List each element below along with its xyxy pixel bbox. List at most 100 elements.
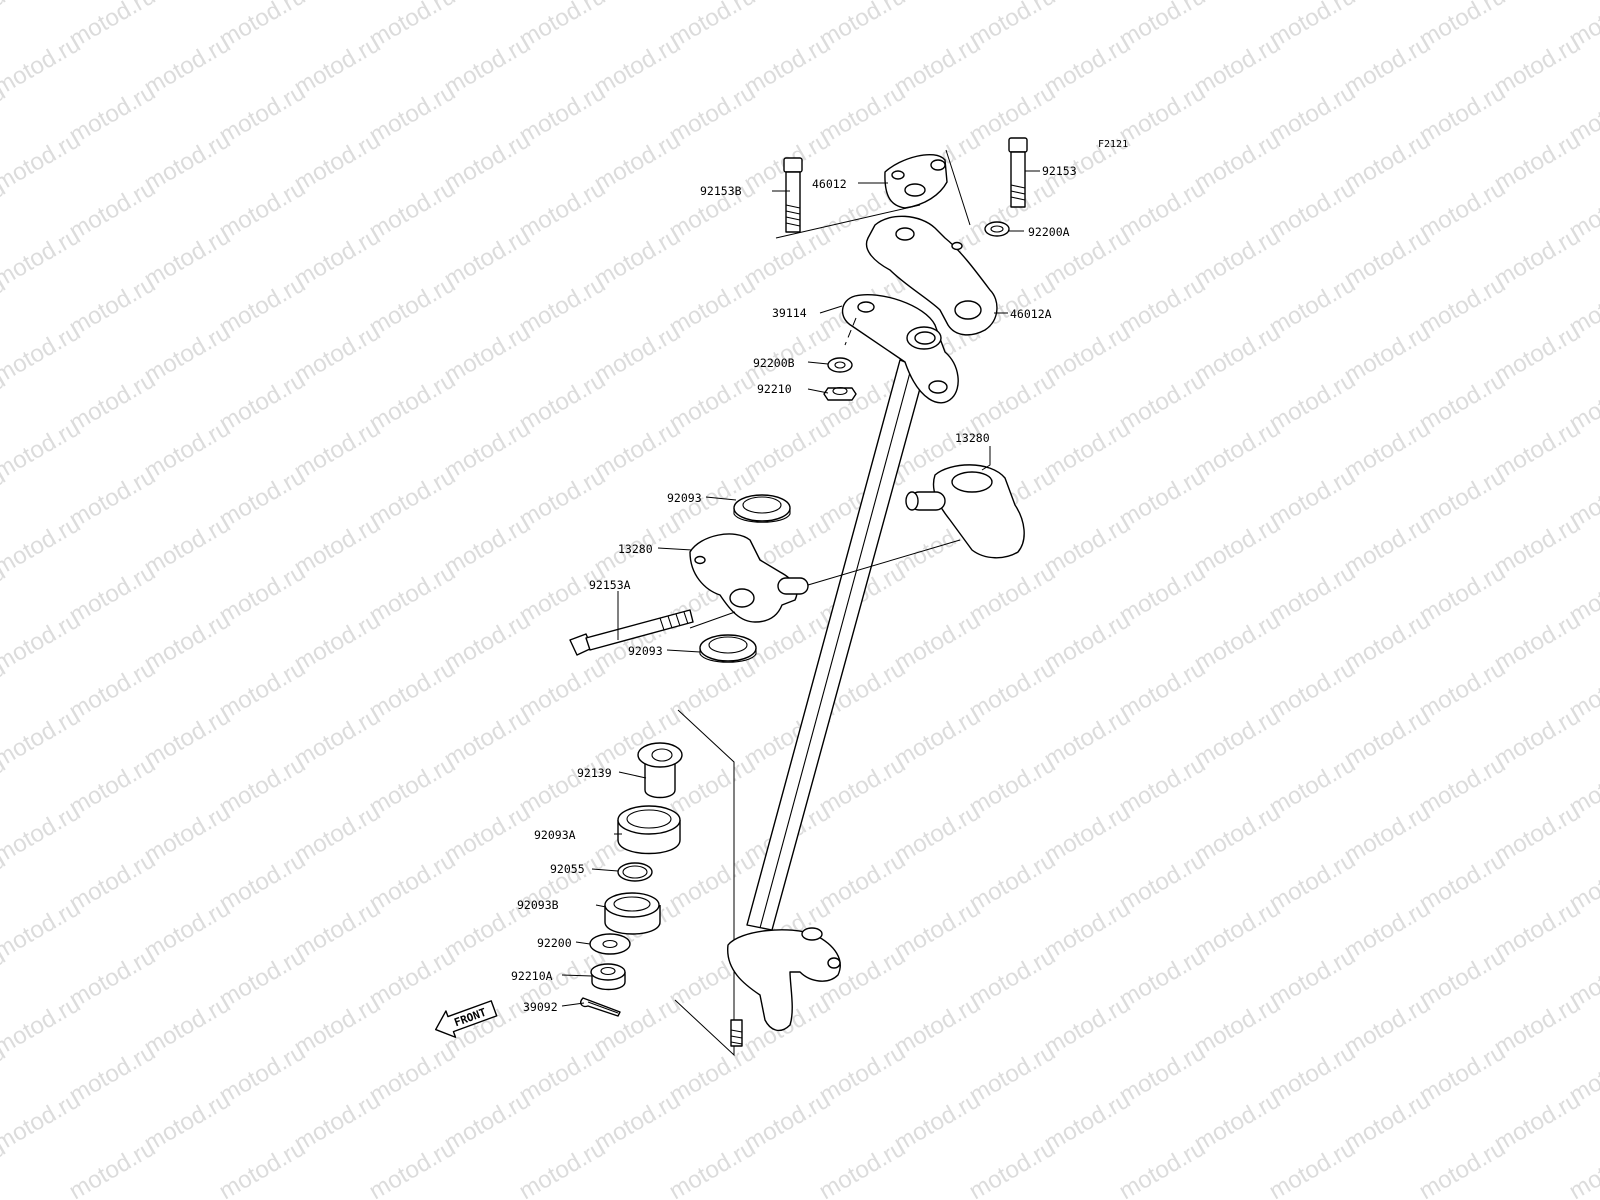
watermark-text: motod.ru	[1565, 1134, 1600, 1200]
watermark-text: motod.ru	[290, 894, 386, 965]
watermark-text: motod.ru	[440, 30, 536, 101]
label-92210: 92210	[757, 382, 792, 396]
label-92153B: 92153B	[700, 184, 742, 198]
watermark-text: motod.ru	[815, 846, 911, 917]
watermark-text: motod.ru	[1265, 846, 1361, 917]
watermark-text: motod.ru	[440, 510, 536, 581]
watermark-text: motod.ru	[1490, 222, 1586, 293]
watermark-text: motod.ru	[1265, 1038, 1361, 1109]
watermark-text: motod.ru	[215, 462, 311, 533]
label-92200A: 92200A	[1028, 225, 1070, 239]
watermark-text: motod.ru	[365, 462, 461, 533]
washer-92200	[589, 933, 631, 955]
watermark-text: motod.ru	[1190, 606, 1286, 677]
watermark-text: motod.ru	[965, 750, 1061, 821]
watermark-text: motod.ru	[1415, 462, 1511, 533]
watermark-text: motod.ru	[440, 606, 536, 677]
watermark-text: motod.ru	[1115, 558, 1211, 629]
watermark-text: motod.ru	[1040, 510, 1136, 581]
watermark-text: motod.ru	[215, 654, 311, 725]
bushing-holder-right	[905, 464, 1025, 559]
watermark-text: motod.ru	[440, 414, 536, 485]
watermark-text: motod.ru	[1040, 798, 1136, 869]
watermark-text: motod.ru	[0, 222, 85, 293]
watermark-text: motod.ru	[440, 222, 536, 293]
label-92153: 92153	[1042, 164, 1077, 178]
watermark-text: motod.ru	[740, 30, 836, 101]
watermark-text: motod.ru	[740, 318, 836, 389]
seal-92093-upper	[733, 494, 791, 523]
bushing-holder-left	[689, 533, 809, 623]
watermark-text: motod.ru	[140, 1086, 236, 1157]
watermark-text: motod.ru	[1340, 894, 1436, 965]
watermark-text: motod.ru	[1040, 1086, 1136, 1157]
watermark-text: motod.ru	[815, 750, 911, 821]
watermark-text: motod.ru	[1040, 30, 1136, 101]
bearing-92093B	[604, 892, 661, 935]
watermark-text: motod.ru	[0, 798, 85, 869]
castle-nut-92210A	[590, 963, 626, 991]
watermark-text: motod.ru	[740, 1086, 836, 1157]
watermark-text: motod.ru	[890, 798, 986, 869]
watermark-text: motod.ru	[365, 654, 461, 725]
watermark-text: motod.ru	[1265, 270, 1361, 341]
watermark-text: motod.ru	[365, 750, 461, 821]
watermark-text: motod.ru	[665, 366, 761, 437]
watermark-text: motod.ru	[665, 846, 761, 917]
watermark-text: motod.ru	[590, 126, 686, 197]
watermark-text: motod.ru	[965, 1134, 1061, 1200]
watermark-text: motod.ru	[590, 1086, 686, 1157]
seal-92093-lower	[699, 634, 757, 663]
watermark-text: motod.ru	[365, 558, 461, 629]
watermark-text: motod.ru	[0, 126, 85, 197]
watermark-text: motod.ru	[140, 894, 236, 965]
watermark-text: motod.ru	[0, 990, 85, 1061]
watermark-text: motod.ru	[1340, 510, 1436, 581]
watermark-text: motod.ru	[1415, 78, 1511, 149]
watermark-text: motod.ru	[1190, 30, 1286, 101]
watermark-text: motod.ru	[65, 1038, 161, 1109]
watermark-text: motod.ru	[215, 558, 311, 629]
watermark-text: motod.ru	[365, 270, 461, 341]
watermark-text: motod.ru	[0, 894, 85, 965]
watermark-text: motod.ru	[590, 414, 686, 485]
label-92093-upper: 92093	[667, 491, 702, 505]
label-13280-left: 13280	[618, 542, 653, 556]
watermark-text: motod.ru	[0, 30, 85, 101]
watermark-text: motod.ru	[365, 78, 461, 149]
watermark-text: motod.ru	[215, 1038, 311, 1109]
watermark-text: motod.ru	[665, 1038, 761, 1109]
watermark-text: motod.ru	[1190, 126, 1286, 197]
label-92153A: 92153A	[589, 578, 631, 592]
watermark-text: motod.ru	[1115, 750, 1211, 821]
watermark-text: motod.ru	[65, 750, 161, 821]
watermark-text: motod.ru	[440, 1086, 536, 1157]
watermark-text: motod.ru	[365, 174, 461, 245]
watermark-text: motod.ru	[140, 510, 236, 581]
watermark-text: motod.ru	[1190, 1086, 1286, 1157]
watermark-text: motod.ru	[590, 30, 686, 101]
watermark-text: motod.ru	[215, 1134, 311, 1200]
watermark-text: motod.ru	[1040, 894, 1136, 965]
watermark-text: motod.ru	[515, 654, 611, 725]
watermark-text: motod.ru	[140, 126, 236, 197]
watermark-text: motod.ru	[1265, 366, 1361, 437]
watermark-text: motod.ru	[665, 270, 761, 341]
watermark-text: motod.ru	[1115, 78, 1211, 149]
watermark-text: motod.ru	[290, 126, 386, 197]
watermark-text: motod.ru	[65, 270, 161, 341]
label-92093-lower: 92093	[628, 644, 663, 658]
watermark-text: motod.ru	[890, 894, 986, 965]
watermark-text: motod.ru	[1115, 366, 1211, 437]
watermark-text: motod.ru	[515, 1134, 611, 1200]
watermark-text: motod.ru	[140, 798, 236, 869]
watermark-text: motod.ru	[65, 366, 161, 437]
watermark-text: motod.ru	[1490, 318, 1586, 389]
watermark-text: motod.ru	[140, 606, 236, 677]
watermark-text: motod.ru	[365, 1038, 461, 1109]
watermark-text: motod.ru	[965, 1038, 1061, 1109]
watermark-text: motod.ru	[1265, 174, 1361, 245]
nut-92210	[823, 386, 857, 401]
watermark-text: motod.ru	[215, 750, 311, 821]
watermark-text: motod.ru	[1340, 318, 1436, 389]
